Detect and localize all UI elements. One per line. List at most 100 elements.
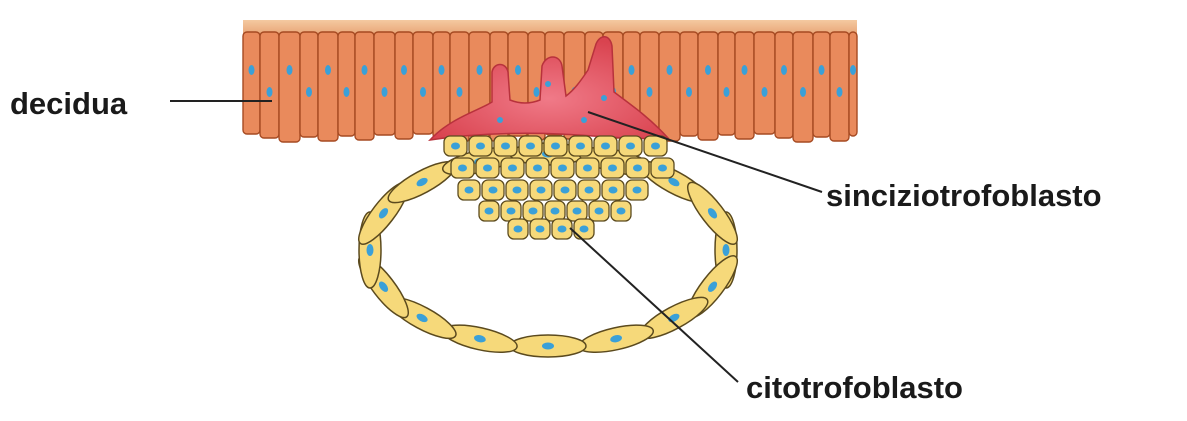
cyto-nucleus <box>561 187 570 194</box>
ring-cell <box>681 176 745 250</box>
decidua-cell <box>395 32 413 139</box>
decidua-cell <box>830 32 849 141</box>
decidua-cell <box>243 32 260 134</box>
cyto-nucleus <box>529 208 538 215</box>
cyto-nucleus <box>633 187 642 194</box>
cyto-nucleus <box>526 143 535 150</box>
decidua-cell <box>374 32 395 135</box>
cyto-nucleus <box>626 143 635 150</box>
decidua-cell <box>754 32 775 134</box>
cyto-nucleus <box>501 143 510 150</box>
decidua-cell <box>433 32 450 138</box>
decidua-nucleus <box>724 87 730 97</box>
cyto-nucleus <box>551 208 560 215</box>
decidua-nucleus <box>742 65 748 75</box>
cyto-nucleus <box>536 226 545 233</box>
decidua-nucleus <box>515 65 521 75</box>
cyto-nucleus <box>658 165 667 172</box>
cyto-nucleus <box>537 187 546 194</box>
cyto-nucleus <box>601 143 610 150</box>
cyto-nucleus <box>617 208 626 215</box>
ring-cell-nucleus <box>367 244 374 256</box>
decidua-nucleus <box>850 65 856 75</box>
cyto-nucleus <box>458 165 467 172</box>
decidua-cell <box>300 32 318 137</box>
cyto-nucleus <box>558 165 567 172</box>
cyto-nucleus <box>583 165 592 172</box>
cyto-nucleus <box>513 187 522 194</box>
citotrofoblasto-leader-line <box>570 228 738 382</box>
decidua-cell <box>413 32 433 134</box>
label-citotrofoblasto: citotrofoblasto <box>746 372 963 403</box>
decidua-nucleus <box>477 65 483 75</box>
ring-cell-nucleus <box>542 343 554 350</box>
cytotrophoblast-cluster <box>444 136 674 239</box>
decidua-cell <box>775 32 793 138</box>
decidua-cell <box>718 32 735 135</box>
cyto-nucleus <box>507 208 516 215</box>
ring-cell-nucleus <box>723 244 730 256</box>
label-decidua: decidua <box>10 88 127 119</box>
decidua-nucleus <box>267 87 273 97</box>
ring-cell <box>510 335 586 357</box>
cyto-nucleus <box>580 226 589 233</box>
syncytium-nucleus <box>545 81 551 87</box>
decidua-nucleus <box>629 65 635 75</box>
cyto-nucleus <box>558 226 567 233</box>
decidua-nucleus <box>306 87 312 97</box>
cyto-nucleus <box>576 143 585 150</box>
cyto-nucleus <box>595 208 604 215</box>
cyto-nucleus <box>651 143 660 150</box>
decidua-nucleus <box>534 87 540 97</box>
cyto-nucleus <box>508 165 517 172</box>
decidua-nucleus <box>287 65 293 75</box>
decidua-cell <box>659 32 680 141</box>
decidua-nucleus <box>837 87 843 97</box>
cyto-nucleus <box>533 165 542 172</box>
decidua-nucleus <box>762 87 768 97</box>
cyto-nucleus <box>609 187 618 194</box>
decidua-cell <box>338 32 355 136</box>
syncytium-nucleus <box>581 117 587 123</box>
decidua-cell <box>260 32 279 138</box>
cyto-nucleus <box>465 187 474 194</box>
decidua-cell <box>318 32 338 141</box>
decidua-nucleus <box>420 87 426 97</box>
decidua-nucleus <box>667 65 673 75</box>
cyto-nucleus <box>476 143 485 150</box>
decidua-cell <box>849 32 857 136</box>
cyto-nucleus <box>633 165 642 172</box>
decidua-cell <box>680 32 698 136</box>
cyto-nucleus <box>483 165 492 172</box>
cyto-nucleus <box>489 187 498 194</box>
decidua-nucleus <box>457 87 463 97</box>
cyto-nucleus <box>514 226 523 233</box>
decidua-cell <box>735 32 754 139</box>
decidua-nucleus <box>686 87 692 97</box>
decidua-nucleus <box>439 65 445 75</box>
ring-cell <box>577 320 656 358</box>
decidua-nucleus <box>362 65 368 75</box>
syncytium-nucleus <box>601 95 607 101</box>
decidua-nucleus <box>325 65 331 75</box>
decidua-nucleus <box>249 65 255 75</box>
cyto-nucleus <box>573 208 582 215</box>
decidua-nucleus <box>344 87 350 97</box>
decidua-cell <box>355 32 374 140</box>
decidua-cell <box>813 32 830 137</box>
decidua-nucleus <box>781 65 787 75</box>
decidua-nucleus <box>800 87 806 97</box>
label-sinciziotrofoblasto: sinciziotrofoblasto <box>826 180 1102 211</box>
decidua-nucleus <box>647 87 653 97</box>
decidua-cell <box>698 32 718 140</box>
decidua-nucleus <box>382 87 388 97</box>
cyto-nucleus <box>551 143 560 150</box>
decidua-nucleus <box>819 65 825 75</box>
syncytium-nucleus <box>497 117 503 123</box>
decidua-cell <box>279 32 300 142</box>
cyto-nucleus <box>451 143 460 150</box>
cyto-nucleus <box>608 165 617 172</box>
cyto-nucleus <box>585 187 594 194</box>
cyto-nucleus <box>485 208 494 215</box>
